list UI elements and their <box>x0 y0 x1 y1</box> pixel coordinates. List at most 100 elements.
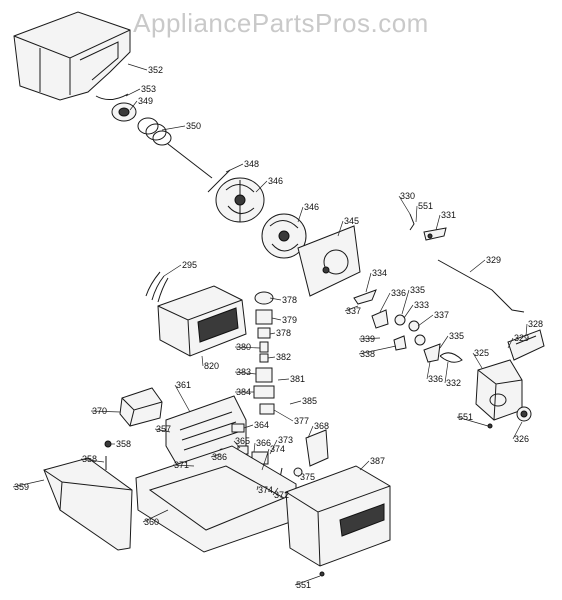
watermark: AppliancePartsPros.com <box>133 8 429 38</box>
part-label-335a: 335 <box>410 285 425 295</box>
leader-line-377 <box>273 409 294 422</box>
leader-line-379 <box>271 317 282 321</box>
part-377-block <box>259 403 275 415</box>
part-label-350: 350 <box>186 121 201 131</box>
leader-line-380 <box>234 346 261 349</box>
leader-line-348 <box>225 163 244 173</box>
leader-line-353 <box>125 88 141 97</box>
leader-line-338 <box>358 345 397 355</box>
part-label-366: 366 <box>256 438 271 448</box>
leader-line-339 <box>358 337 381 340</box>
leader-line-551a <box>415 205 418 223</box>
part-336b-cam <box>423 343 441 363</box>
part-label-329b: 329 <box>514 333 529 343</box>
part-378-cap <box>254 291 274 305</box>
leader-line-375 <box>297 475 300 478</box>
part-380-pin <box>259 341 269 353</box>
leader-line-381 <box>277 378 290 381</box>
part-label-375: 375 <box>300 472 315 482</box>
part-label-346a: 346 <box>268 176 283 186</box>
part-label-377: 377 <box>294 416 309 426</box>
leader-lines <box>12 63 528 586</box>
part-label-337b: 337 <box>434 310 449 320</box>
part-label-353: 353 <box>141 84 156 94</box>
leader-line-371 <box>172 464 195 467</box>
part-label-333: 333 <box>414 300 429 310</box>
part-label-359: 359 <box>14 482 29 492</box>
part-label-295: 295 <box>182 260 197 270</box>
leader-line-336b <box>426 361 431 380</box>
part-370-switch <box>119 387 163 427</box>
part-329-rod <box>437 259 525 313</box>
leader-line-372 <box>272 487 279 496</box>
part-334-lever <box>353 289 377 305</box>
leader-line-387 <box>359 460 370 471</box>
part-label-381: 381 <box>290 374 305 384</box>
part-384-base <box>253 385 275 399</box>
leader-line-383 <box>234 371 257 375</box>
leader-line-378b <box>269 332 276 335</box>
part-820-mold <box>157 285 247 357</box>
part-label-346b: 346 <box>304 202 319 212</box>
part-label-326: 326 <box>514 434 529 444</box>
part-label-371: 371 <box>174 460 189 470</box>
leader-line-335a <box>401 289 410 315</box>
leader-line-551b <box>456 416 489 427</box>
leader-line-359 <box>12 479 45 488</box>
part-348-shaft <box>207 169 231 193</box>
parts-drawing <box>13 11 545 577</box>
part-368-thermostat <box>305 429 329 467</box>
part-label-364: 364 <box>254 420 269 430</box>
leader-line-337b <box>417 314 434 327</box>
part-label-551c: 551 <box>296 580 311 590</box>
part-382-spring <box>259 353 269 363</box>
leader-line-336 <box>379 292 391 313</box>
part-295-harness <box>145 271 169 303</box>
leader-line-346b <box>297 206 304 223</box>
part-label-368: 368 <box>314 421 329 431</box>
part-label-374a: 374 <box>270 444 285 454</box>
leader-line-374a <box>261 448 270 471</box>
part-label-352: 352 <box>148 65 163 75</box>
part-350-auger <box>137 117 213 179</box>
part-label-331: 331 <box>441 210 456 220</box>
leader-line-385 <box>289 400 302 405</box>
part-345-mounting-plate <box>297 225 361 297</box>
leader-line-349 <box>129 100 138 111</box>
leader-line-820 <box>201 355 204 367</box>
part-label-357: 357 <box>156 424 171 434</box>
part-331-arm <box>423 227 447 241</box>
leader-line-330 <box>398 195 411 215</box>
part-359-front-panel <box>43 457 133 551</box>
leader-line-358b <box>80 458 105 463</box>
part-label-358a: 358 <box>116 439 131 449</box>
part-label-385: 385 <box>302 396 317 406</box>
part-label-551a: 551 <box>418 201 433 211</box>
part-346-blade-lower <box>261 213 307 259</box>
part-364-clip <box>231 423 245 433</box>
leader-line-551c <box>294 575 321 586</box>
leader-line-325 <box>472 352 483 369</box>
leader-line-352 <box>127 63 148 71</box>
part-label-820: 820 <box>204 361 219 371</box>
part-387-cover <box>285 465 391 567</box>
leader-line-346a <box>255 180 268 193</box>
leader-line-378a <box>269 297 282 301</box>
part-label-329a: 329 <box>486 255 501 265</box>
part-330-spring <box>409 213 415 231</box>
leader-line-335b <box>439 335 449 349</box>
part-336-cam <box>371 309 389 329</box>
leader-line-328 <box>525 323 528 337</box>
leader-line-366 <box>253 442 256 453</box>
part-label-360: 360 <box>144 517 159 527</box>
leader-line-333 <box>403 304 414 319</box>
leader-line-329b <box>507 337 514 349</box>
part-label-345: 345 <box>344 216 359 226</box>
leader-line-329a <box>469 259 486 273</box>
leader-line-365 <box>233 440 241 449</box>
part-353-clip <box>95 93 129 100</box>
part-label-373: 373 <box>278 435 293 445</box>
part-label-383: 383 <box>236 367 251 377</box>
leader-line-357 <box>154 428 171 433</box>
